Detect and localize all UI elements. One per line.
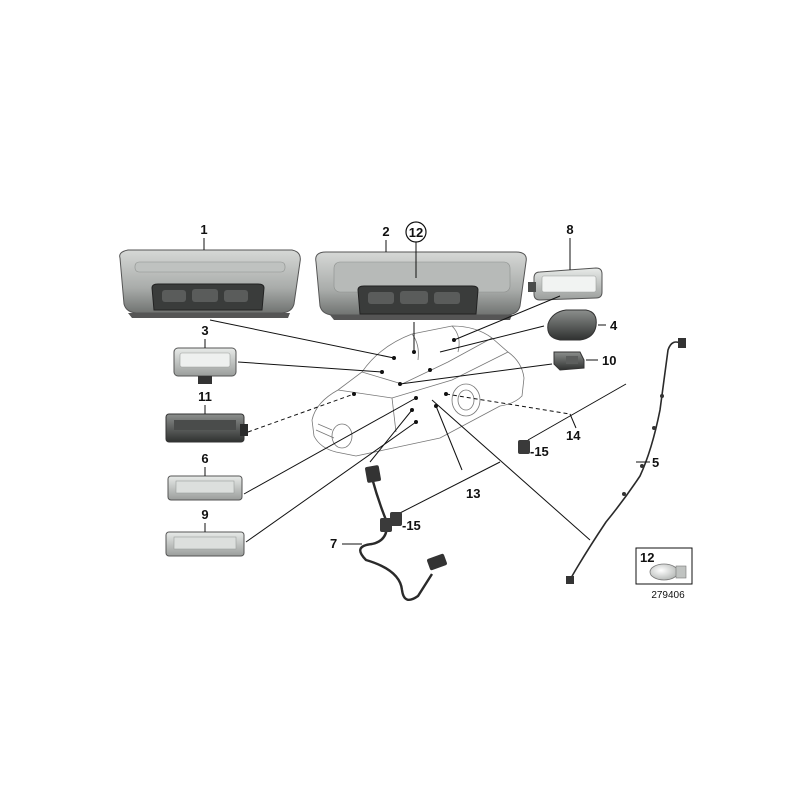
svg-text:9: 9 bbox=[201, 507, 208, 522]
svg-text:11: 11 bbox=[198, 389, 212, 404]
callout-15-lower: -15 bbox=[402, 518, 421, 533]
part-4-cover bbox=[547, 309, 597, 341]
callout-4: 4 bbox=[598, 318, 618, 333]
svg-text:14: 14 bbox=[566, 428, 581, 443]
part-11-lamp bbox=[165, 413, 248, 443]
callout-12-circled: 12 bbox=[405, 221, 427, 278]
callout-13: 13 bbox=[466, 486, 480, 501]
part-10-sensor bbox=[553, 351, 585, 371]
part-1-front-interior-light bbox=[119, 249, 301, 318]
svg-text:3: 3 bbox=[201, 323, 208, 338]
callout-1: 1 bbox=[200, 222, 208, 250]
svg-text:2: 2 bbox=[382, 224, 389, 239]
part-6-lamp bbox=[167, 475, 243, 501]
callout-8: 8 bbox=[566, 222, 574, 270]
callout-11: 11 bbox=[198, 389, 212, 414]
callout-15-upper: -15 bbox=[530, 444, 549, 459]
part-7-wiring-harness bbox=[359, 465, 447, 602]
svg-text:12: 12 bbox=[640, 550, 654, 565]
svg-text:13: 13 bbox=[466, 486, 480, 501]
callout-10: 10 bbox=[586, 353, 616, 368]
svg-text:8: 8 bbox=[566, 222, 573, 237]
svg-text:-15: -15 bbox=[530, 444, 549, 459]
part-3-lamp bbox=[173, 347, 237, 384]
callout-7: 7 bbox=[330, 536, 362, 551]
reference-number: 279406 bbox=[651, 590, 685, 601]
svg-text:6: 6 bbox=[201, 451, 208, 466]
part-5-cable bbox=[566, 338, 686, 584]
svg-text:1: 1 bbox=[200, 222, 207, 237]
part-15-connector-upper bbox=[518, 383, 627, 454]
car-outline bbox=[311, 325, 525, 457]
svg-text:10: 10 bbox=[602, 353, 616, 368]
svg-text:7: 7 bbox=[330, 536, 337, 551]
callout-3: 3 bbox=[201, 323, 209, 348]
callout-5: 5 bbox=[636, 455, 659, 470]
callout-14: 14 bbox=[566, 413, 581, 443]
callout-9: 9 bbox=[201, 507, 209, 532]
part-12-bulb-inset: 12 bbox=[635, 547, 693, 585]
part-8-lamp bbox=[528, 267, 603, 301]
part-15-connector-lower bbox=[390, 461, 501, 526]
callout-6: 6 bbox=[201, 451, 209, 476]
part-9-lamp bbox=[165, 531, 245, 557]
part-2-interior-light-with-lens bbox=[315, 251, 527, 320]
svg-text:5: 5 bbox=[652, 455, 659, 470]
leader-lines bbox=[209, 295, 591, 543]
svg-text:12: 12 bbox=[409, 225, 423, 240]
svg-text:-15: -15 bbox=[402, 518, 421, 533]
svg-text:4: 4 bbox=[610, 318, 618, 333]
callout-2: 2 bbox=[382, 224, 390, 252]
